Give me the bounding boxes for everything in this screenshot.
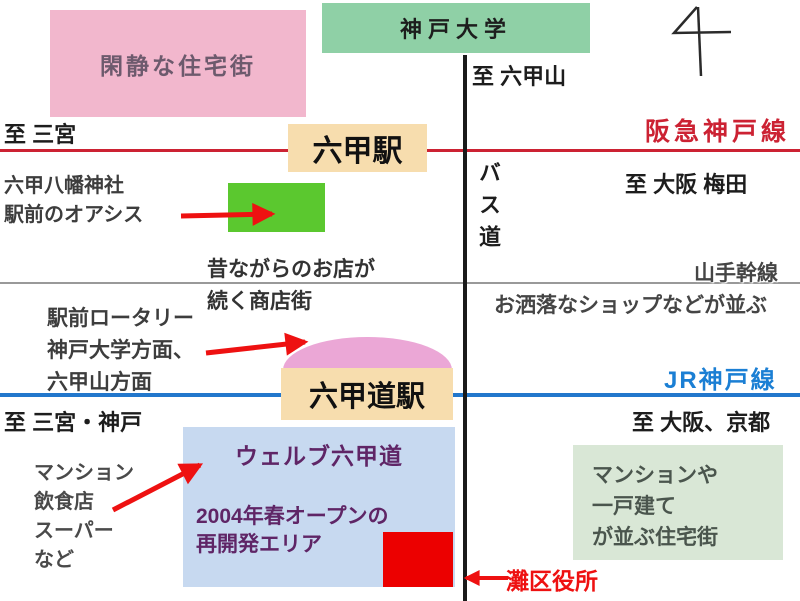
hachiman-line1: 六甲八幡神社 bbox=[4, 175, 124, 197]
residential-se-note: マンションや 一戸建て が並ぶ住宅街 bbox=[592, 460, 718, 553]
rotary-line2: 神戸大学方面、 bbox=[47, 339, 194, 362]
hachiman-shrine-note: 六甲八幡神社 駅前のオアシス bbox=[4, 172, 143, 230]
rotary-line3: 六甲山方面 bbox=[47, 371, 152, 394]
welb-line2: 再開発エリア bbox=[196, 533, 322, 556]
amenities-note: マンション 飲食店 スーパー など bbox=[34, 459, 134, 575]
rokkomichi-station-label: 六甲道駅 bbox=[308, 381, 425, 413]
rotary-note: 駅前ロータリー 神戸大学方面、 六甲山方面 bbox=[47, 303, 194, 399]
bus-road-label: バス道 bbox=[476, 161, 501, 257]
welb-note: 2004年春オープンの 再開発エリア bbox=[196, 503, 388, 559]
yamate-road-line bbox=[0, 282, 800, 284]
jr-to-osaka-kyoto-label: 至 大阪、京都 bbox=[632, 410, 771, 435]
rotary-line1: 駅前ロータリー bbox=[47, 307, 194, 330]
rokko-station-label: 六甲駅 bbox=[312, 135, 403, 168]
north-arrow-icon bbox=[671, 6, 732, 77]
kobe-university-label: 神戸大学 bbox=[399, 17, 512, 42]
shotengai-note: 昔ながらのお店が 続く商店街 bbox=[207, 254, 375, 318]
amenities-line4: など bbox=[34, 549, 74, 571]
bus-road-line bbox=[463, 55, 467, 601]
nada-ward-office-box bbox=[383, 532, 453, 587]
jr-to-sannomiya-kobe-label: 至 三宮・神戸 bbox=[4, 410, 143, 435]
to-rokkosan-label: 至 六甲山 bbox=[472, 64, 567, 89]
nada-ward-office-label: 灘区役所 bbox=[506, 568, 598, 594]
shotengai-line2: 続く商店街 bbox=[207, 290, 312, 313]
hankyu-to-sannomiya-label: 至 三宮 bbox=[4, 122, 77, 147]
shotengai-line1: 昔ながらのお店が bbox=[207, 258, 375, 281]
hankyu-to-osaka-umeda-label: 至 大阪 梅田 bbox=[625, 172, 748, 197]
welb-line1: 2004年春オープンの bbox=[196, 505, 389, 528]
yamate-road-label: 山手幹線 bbox=[694, 262, 778, 285]
rokkomichi-station-box: 六甲道駅 bbox=[281, 368, 453, 420]
amenities-line2: 飲食店 bbox=[34, 491, 94, 513]
residential-se-line3: が並ぶ住宅街 bbox=[592, 526, 718, 549]
residential-se-line1: マンションや bbox=[592, 464, 718, 487]
residential-se-box bbox=[573, 445, 783, 560]
kobe-university-box: 神戸大学 bbox=[322, 3, 590, 53]
oasis-green-box bbox=[228, 183, 325, 232]
residential-se-line2: 一戸建て bbox=[592, 495, 676, 518]
arrow-to-rotary bbox=[205, 332, 309, 356]
quiet-residential-label: 閑静な住宅街 bbox=[100, 52, 256, 79]
jr-line-label: JR神戸線 bbox=[664, 367, 777, 394]
welb-title: ウェルブ六甲道 bbox=[235, 443, 403, 469]
hankyu-line-label: 阪急神戸線 bbox=[645, 118, 791, 146]
station-rotary-dome bbox=[283, 337, 452, 370]
yamate-shops-note: お洒落なショップなどが並ぶ bbox=[494, 294, 767, 317]
rokko-station-box: 六甲駅 bbox=[288, 124, 427, 172]
amenities-line1: マンション bbox=[34, 462, 134, 484]
hachiman-line2: 駅前のオアシス bbox=[4, 204, 144, 226]
amenities-line3: スーパー bbox=[34, 520, 114, 542]
quiet-residential-box: 閑静な住宅街 bbox=[50, 10, 306, 117]
